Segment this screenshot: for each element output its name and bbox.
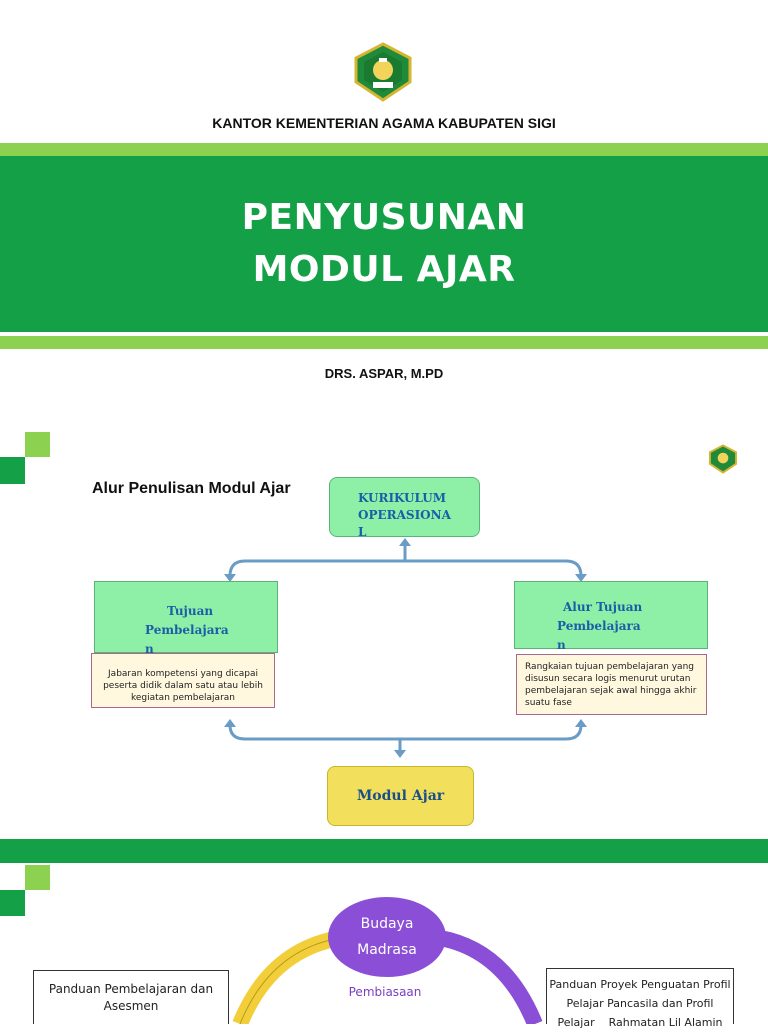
kurikulum-line-2: OPERASIONA [358,508,451,522]
office-name: KANTOR KEMENTERIAN AGAMA KABUPATEN SIGI [212,115,556,131]
corner-square [25,432,50,457]
panduan-proyek-box: Panduan Proyek Penguatan Profil Pelajar … [546,968,734,1029]
right-box-line-3: Pelajar Rahmatan Lil Alamin [557,1016,723,1029]
alur-line-2: Pembelajara [557,619,641,633]
bottom-lime-bar [0,336,768,349]
kurikulum-box: KURIKULUM OPERASIONA L [329,477,480,539]
author-name: DRS. ASPAR, M.PD [324,366,444,381]
tujuan-note-line-2: peserta didik dalam satu atau lebih [103,681,263,691]
title-line-2: MODUL AJAR [252,249,516,290]
top-lime-bar [0,143,768,156]
panduan-pembelajaran-box: Panduan Pembelajaran dan Asesmen [33,970,229,1024]
title-banner: PENYUSUNAN MODUL AJAR [0,156,768,332]
pembiasaan-label: Pembiasaan [348,985,422,999]
slide-title: Alur Penulisan Modul Ajar [92,480,291,497]
alur-note-line-3: pembelajaran sejak awal hingga akhir [525,686,697,696]
budaya-line-2: Madrasa [357,942,417,958]
kurikulum-line-1: KURIKULUM [358,491,447,505]
right-box-line-2: Pelajar Pancasila dan Profil [566,997,714,1010]
modul-ajar-box: Modul Ajar [327,766,474,826]
alur-note: Rangkaian tujuan pembelajaran yang disus… [516,654,707,715]
tujuan-note: Jabaran kompetensi yang dicapai peserta … [91,653,275,708]
alur-note-line-2: disusun secara logis menurut urutan [525,674,691,684]
tujuan-line-3: n [145,642,154,656]
left-box-line-1: Panduan Pembelajaran dan [48,982,214,996]
budaya-line-1: Budaya [360,916,414,932]
kemenag-logo-small [708,444,738,474]
tujuan-line-1: Tujuan [167,604,214,618]
tujuan-note-line-3: kegiatan pembelajaran [131,693,235,703]
corner-square [0,890,25,916]
slide-separator [0,839,768,863]
left-box-line-2: Asesmen [103,999,159,1013]
tujuan-box: Tujuan Pembelajara n [94,581,278,656]
right-box-line-1: Panduan Proyek Penguatan Profil [549,978,731,991]
flow-connectors [224,538,587,758]
tujuan-note-line-1: Jabaran kompetensi yang dicapai [108,669,258,679]
alur-box: Alur Tujuan Pembelajara n [514,581,708,652]
kemenag-logo [354,42,412,102]
alur-line-3: n [557,638,566,652]
corner-square [25,865,50,890]
corner-square [0,457,25,484]
budaya-madrasah-node: Budaya Madrasa [328,897,446,977]
alur-note-line-4: suatu fase [525,698,572,708]
title-line-1: PENYUSUNAN [241,197,527,238]
alur-line-1: Alur Tujuan [563,600,643,614]
tujuan-line-2: Pembelajara [145,623,229,637]
alur-note-line-1: Rangkaian tujuan pembelajaran yang [525,662,694,672]
kurikulum-line-3: L [358,525,367,539]
